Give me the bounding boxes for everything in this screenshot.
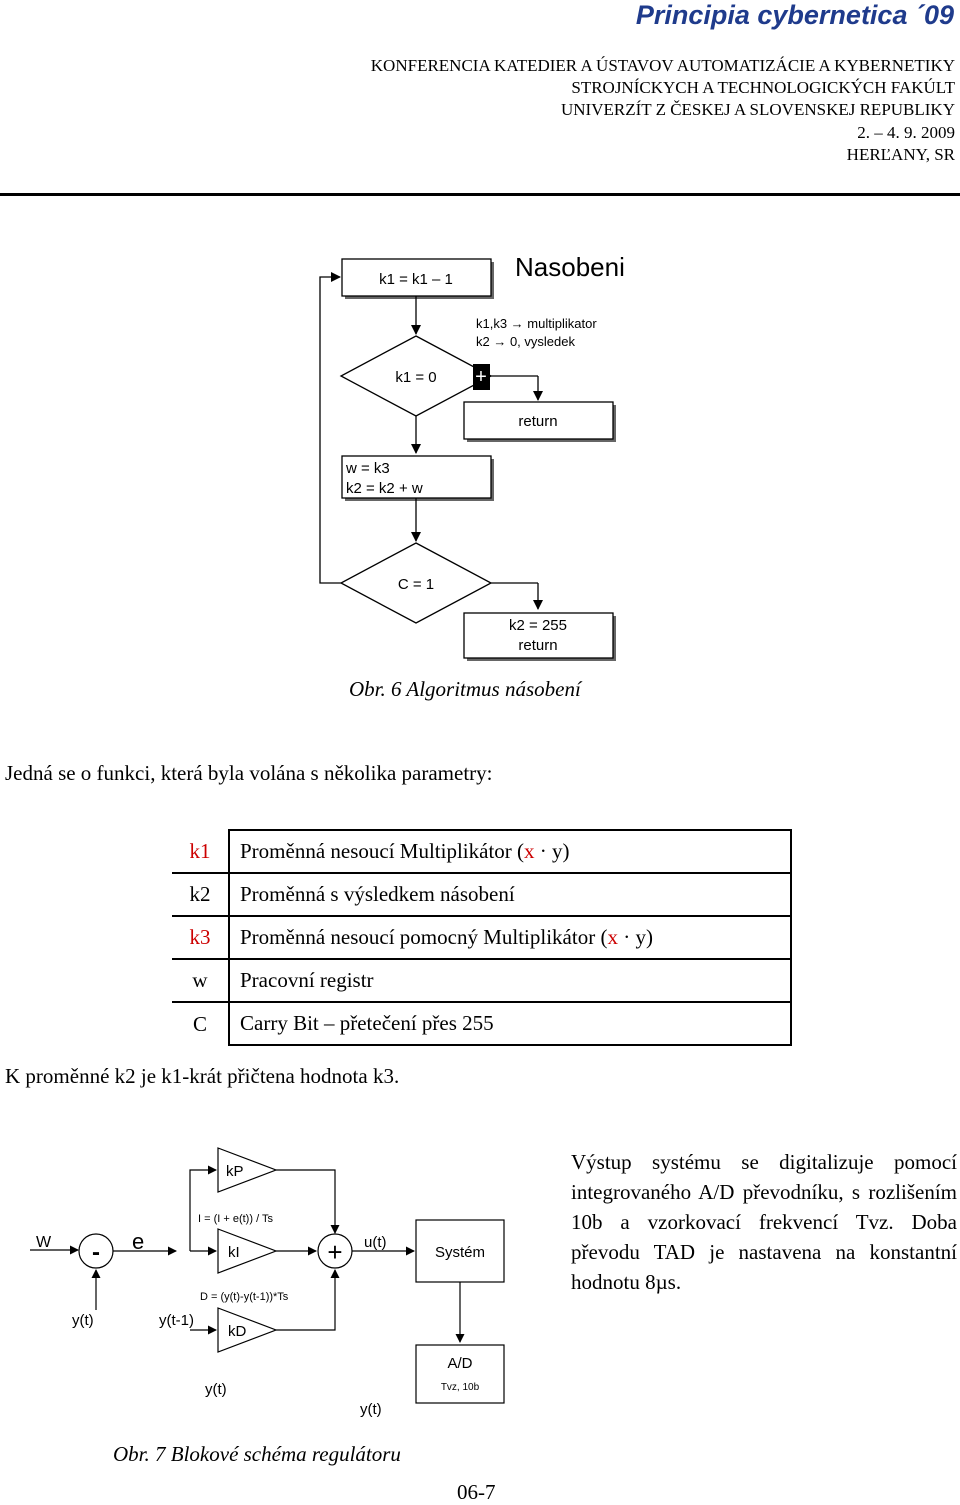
loop-line: [319, 272, 341, 584]
derivative-formula: D = (y(t)-y(t-1))*Ts: [200, 1291, 289, 1303]
decision-carry: [339, 542, 493, 624]
feedback-label: y(t): [72, 1312, 94, 1329]
integral-formula: I = (I + e(t)) / Ts: [198, 1213, 273, 1225]
end-box: [463, 612, 614, 659]
decision1-text: k1 = 0: [395, 369, 436, 386]
ad-converter-block: [415, 1344, 505, 1404]
header-line-1: KONFERENCIA KATEDIER A ÚSTAVOV AUTOMATIZ…: [370, 56, 955, 75]
ki-gain: [217, 1228, 278, 1274]
kp-label: kP: [226, 1163, 244, 1180]
table-row: k1 Proměnná nesoucí Multiplikátor (x · y…: [172, 829, 792, 874]
figure6-caption: Obr. 6 Algoritmus násobení: [349, 677, 581, 701]
var-desc: Pracovní registr: [228, 959, 792, 1003]
decision2-text: C = 1: [398, 576, 434, 593]
output-label-1: y(t): [205, 1381, 227, 1398]
output-label-2: y(t): [360, 1401, 382, 1418]
block-diagram: W - e y(t) y(t-1) kP I = (I + e(t)) / Ts…: [30, 1147, 505, 1418]
var-desc: Carry Bit – přetečení přes 255: [228, 1002, 792, 1046]
plus-label: +: [475, 366, 487, 388]
ad-sublabel: Tvz, 10b: [441, 1382, 480, 1393]
table-row: k3 Proměnná nesoucí pomocný Multiplikáto…: [172, 916, 792, 960]
flowchart-title: Nasobeni: [515, 252, 625, 282]
page-number: 06-7: [457, 1480, 496, 1504]
minus-sign: -: [92, 1239, 100, 1266]
system-label: Systém: [435, 1244, 485, 1261]
figure7-caption: Obr. 7 Blokové schéma regulátoru: [113, 1442, 401, 1466]
var-name: w: [172, 959, 229, 1003]
table-row: k2 Proměnná s výsledkem násobení: [172, 873, 792, 917]
var-name: k1: [172, 830, 229, 874]
plus-marker: [473, 364, 490, 390]
kd-gain: [217, 1307, 278, 1353]
header-rule: [0, 193, 960, 196]
var-desc: Proměnná s výsledkem násobení: [228, 873, 792, 917]
init-note-1: k1,k3 → multiplikator: [476, 316, 597, 331]
kd-label: kD: [228, 1323, 247, 1340]
table-row: C Carry Bit – přetečení přes 255: [172, 1002, 792, 1046]
assign-line-1: w = k3: [345, 460, 390, 477]
var-name: C: [192, 1011, 207, 1036]
error-label: e: [132, 1229, 144, 1254]
init-note-2: k2 → 0, vysledek: [476, 334, 575, 349]
header-place: HERĽANY, SR: [846, 145, 955, 164]
dec-box: [341, 258, 492, 297]
table-row: w Pracovní registr: [172, 959, 792, 1003]
dec-box-text: k1 = k1 – 1: [379, 271, 453, 288]
setpoint-label: W: [36, 1234, 52, 1251]
assign-line-2: k2 = k2 + w: [346, 480, 423, 497]
previous-output-label: y(t-1): [159, 1312, 194, 1329]
system-block: [415, 1219, 505, 1283]
var-name: k3: [172, 916, 229, 960]
kp-gain: [217, 1147, 278, 1193]
journal-title: Principia cybernetica ´09: [635, 0, 954, 30]
header-date: 2. – 4. 9. 2009: [857, 123, 955, 142]
var-desc: Proměnná nesoucí Multiplikátor (x · y): [228, 829, 792, 874]
ki-label: kI: [228, 1244, 240, 1261]
plus-sign: +: [327, 1237, 342, 1267]
variables-table: k1 Proměnná nesoucí Multiplikátor (x · y…: [172, 829, 792, 1046]
control-signal-label: u(t): [364, 1234, 387, 1251]
side-paragraph: Výstup systému se digitalizuje pomocí in…: [571, 1150, 957, 1294]
return-box: [463, 401, 614, 440]
end-text-2: return: [518, 637, 557, 654]
after-table-paragraph: K proměnné k2 je k1-krát přičtena hodnot…: [5, 1064, 400, 1088]
intro-paragraph: Jedná se o funkci, která byla volána s n…: [5, 761, 493, 785]
header-line-3: UNIVERZÍT Z ČESKEJ A SLOVENSKEJ REPUBLIK…: [560, 100, 955, 119]
var-desc: Proměnná nesoucí pomocný Multiplikátor (…: [228, 916, 792, 960]
var-name: k2: [172, 873, 229, 917]
return-text: return: [518, 413, 557, 430]
assign-box: [341, 455, 492, 499]
end-text-1: k2 = 255: [509, 617, 567, 634]
header-line-2: STROJNÍCKYCH A TECHNOLOGICKÝCH FAKÚLT: [571, 78, 955, 97]
ad-label: A/D: [447, 1355, 472, 1372]
flowchart: + k1 = k1 – 1 Nasobeni k1,k3 → multiplik…: [319, 252, 625, 661]
